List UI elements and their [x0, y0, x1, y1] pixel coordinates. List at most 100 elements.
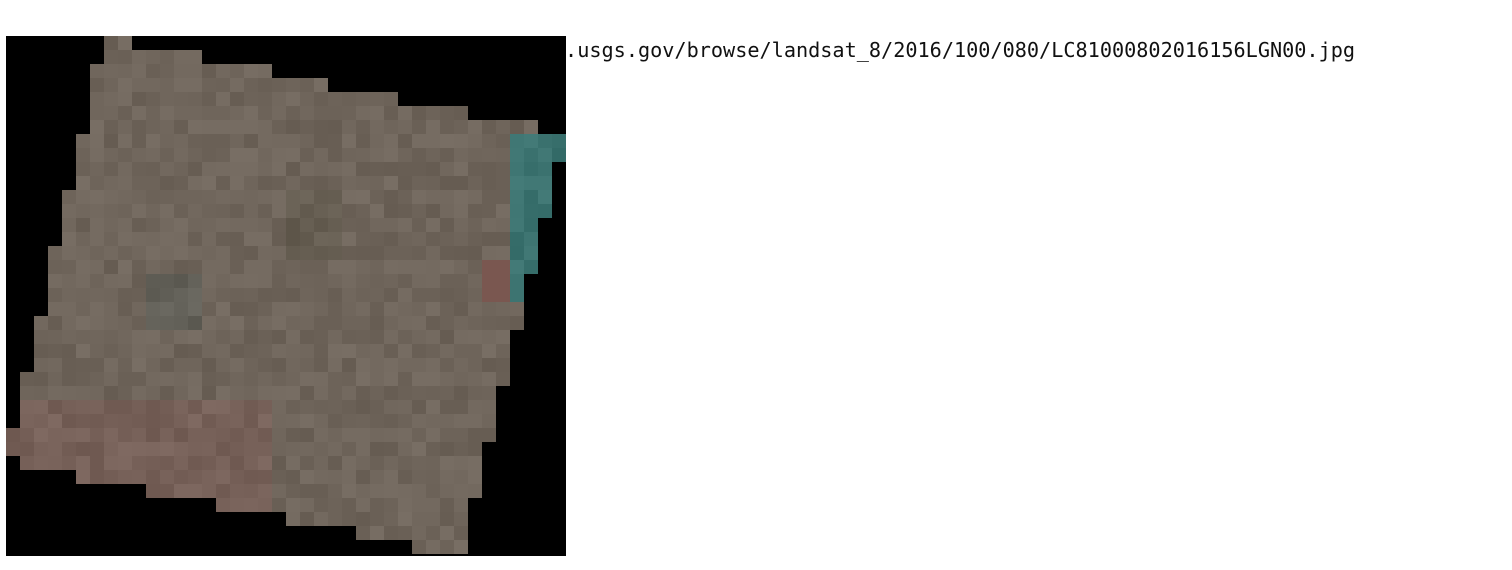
image-pixel-block [342, 232, 356, 246]
image-pixel-block [160, 162, 174, 176]
image-pixel-block [398, 456, 412, 470]
image-pixel-block [370, 358, 384, 372]
image-pixel-block [426, 358, 440, 372]
image-pixel-block [118, 50, 132, 64]
image-pixel-block [286, 120, 300, 134]
image-pixel-block [370, 330, 384, 344]
image-pixel-block [34, 386, 48, 400]
image-pixel-block [132, 470, 146, 484]
image-pixel-block [146, 92, 160, 106]
image-pixel-block [286, 470, 300, 484]
image-pixel-block [370, 470, 384, 484]
image-pixel-block [104, 414, 118, 428]
image-pixel-block [160, 64, 174, 78]
image-pixel-block [160, 78, 174, 92]
image-pixel-block [244, 442, 258, 456]
image-pixel-block [524, 218, 538, 232]
image-pixel-block [188, 358, 202, 372]
image-pixel-block [90, 218, 104, 232]
image-pixel-block [356, 372, 370, 386]
image-pixel-block [188, 106, 202, 120]
image-pixel-block [468, 274, 482, 288]
image-pixel-block [48, 456, 62, 470]
image-pixel-block [216, 148, 230, 162]
image-pixel-block [244, 176, 258, 190]
image-pixel-block [384, 512, 398, 526]
image-pixel-block [370, 344, 384, 358]
image-pixel-block [426, 176, 440, 190]
image-pixel-block [62, 218, 76, 232]
image-pixel-block [342, 386, 356, 400]
image-pixel-block [286, 148, 300, 162]
image-pixel-block [118, 358, 132, 372]
image-pixel-block [244, 428, 258, 442]
image-pixel-block [76, 442, 90, 456]
image-pixel-block [328, 330, 342, 344]
image-pixel-block [524, 190, 538, 204]
image-pixel-block [90, 288, 104, 302]
image-pixel-block [132, 414, 146, 428]
image-pixel-block [118, 36, 132, 50]
image-pixel-block [286, 204, 300, 218]
image-pixel-block [468, 134, 482, 148]
image-pixel-block [510, 260, 524, 274]
image-pixel-block [412, 400, 426, 414]
image-pixel-block [286, 400, 300, 414]
image-pixel-block [244, 302, 258, 316]
image-pixel-block [258, 92, 272, 106]
image-pixel-block [286, 134, 300, 148]
image-pixel-block [244, 204, 258, 218]
image-pixel-block [216, 372, 230, 386]
image-pixel-block [384, 498, 398, 512]
image-pixel-block [272, 274, 286, 288]
image-pixel-block [146, 190, 160, 204]
image-pixel-block [356, 176, 370, 190]
image-pixel-block [202, 484, 216, 498]
image-pixel-block [160, 134, 174, 148]
image-pixel-block [160, 470, 174, 484]
image-pixel-block [426, 372, 440, 386]
image-pixel-block [286, 498, 300, 512]
image-pixel-block [356, 316, 370, 330]
image-pixel-block [342, 260, 356, 274]
image-pixel-block [48, 246, 62, 260]
image-pixel-block [370, 176, 384, 190]
image-pixel-block [118, 246, 132, 260]
image-pixel-block [202, 64, 216, 78]
image-pixel-block [272, 78, 286, 92]
image-pixel-block [76, 274, 90, 288]
image-pixel-block [426, 204, 440, 218]
image-pixel-block [174, 92, 188, 106]
image-pixel-block [426, 302, 440, 316]
image-pixel-block [496, 344, 510, 358]
image-pixel-block [230, 428, 244, 442]
image-pixel-block [174, 134, 188, 148]
image-pixel-block [202, 386, 216, 400]
image-pixel-block [454, 344, 468, 358]
image-pixel-block [454, 526, 468, 540]
image-pixel-block [384, 484, 398, 498]
image-pixel-block [496, 232, 510, 246]
image-pixel-block [48, 288, 62, 302]
image-pixel-block [188, 442, 202, 456]
image-pixel-block [160, 92, 174, 106]
image-pixel-block [300, 190, 314, 204]
image-pixel-block [468, 456, 482, 470]
image-pixel-block [440, 232, 454, 246]
image-pixel-block [188, 344, 202, 358]
image-pixel-block [342, 512, 356, 526]
image-pixel-block [314, 176, 328, 190]
image-pixel-block [230, 302, 244, 316]
image-pixel-block [146, 400, 160, 414]
image-pixel-block [412, 386, 426, 400]
image-pixel-block [454, 246, 468, 260]
image-pixel-block [132, 92, 146, 106]
image-pixel-block [34, 442, 48, 456]
image-pixel-block [174, 330, 188, 344]
image-pixel-block [216, 246, 230, 260]
image-pixel-block [440, 246, 454, 260]
image-pixel-block [524, 232, 538, 246]
image-pixel-block [370, 512, 384, 526]
image-pixel-block [384, 372, 398, 386]
image-pixel-block [440, 218, 454, 232]
